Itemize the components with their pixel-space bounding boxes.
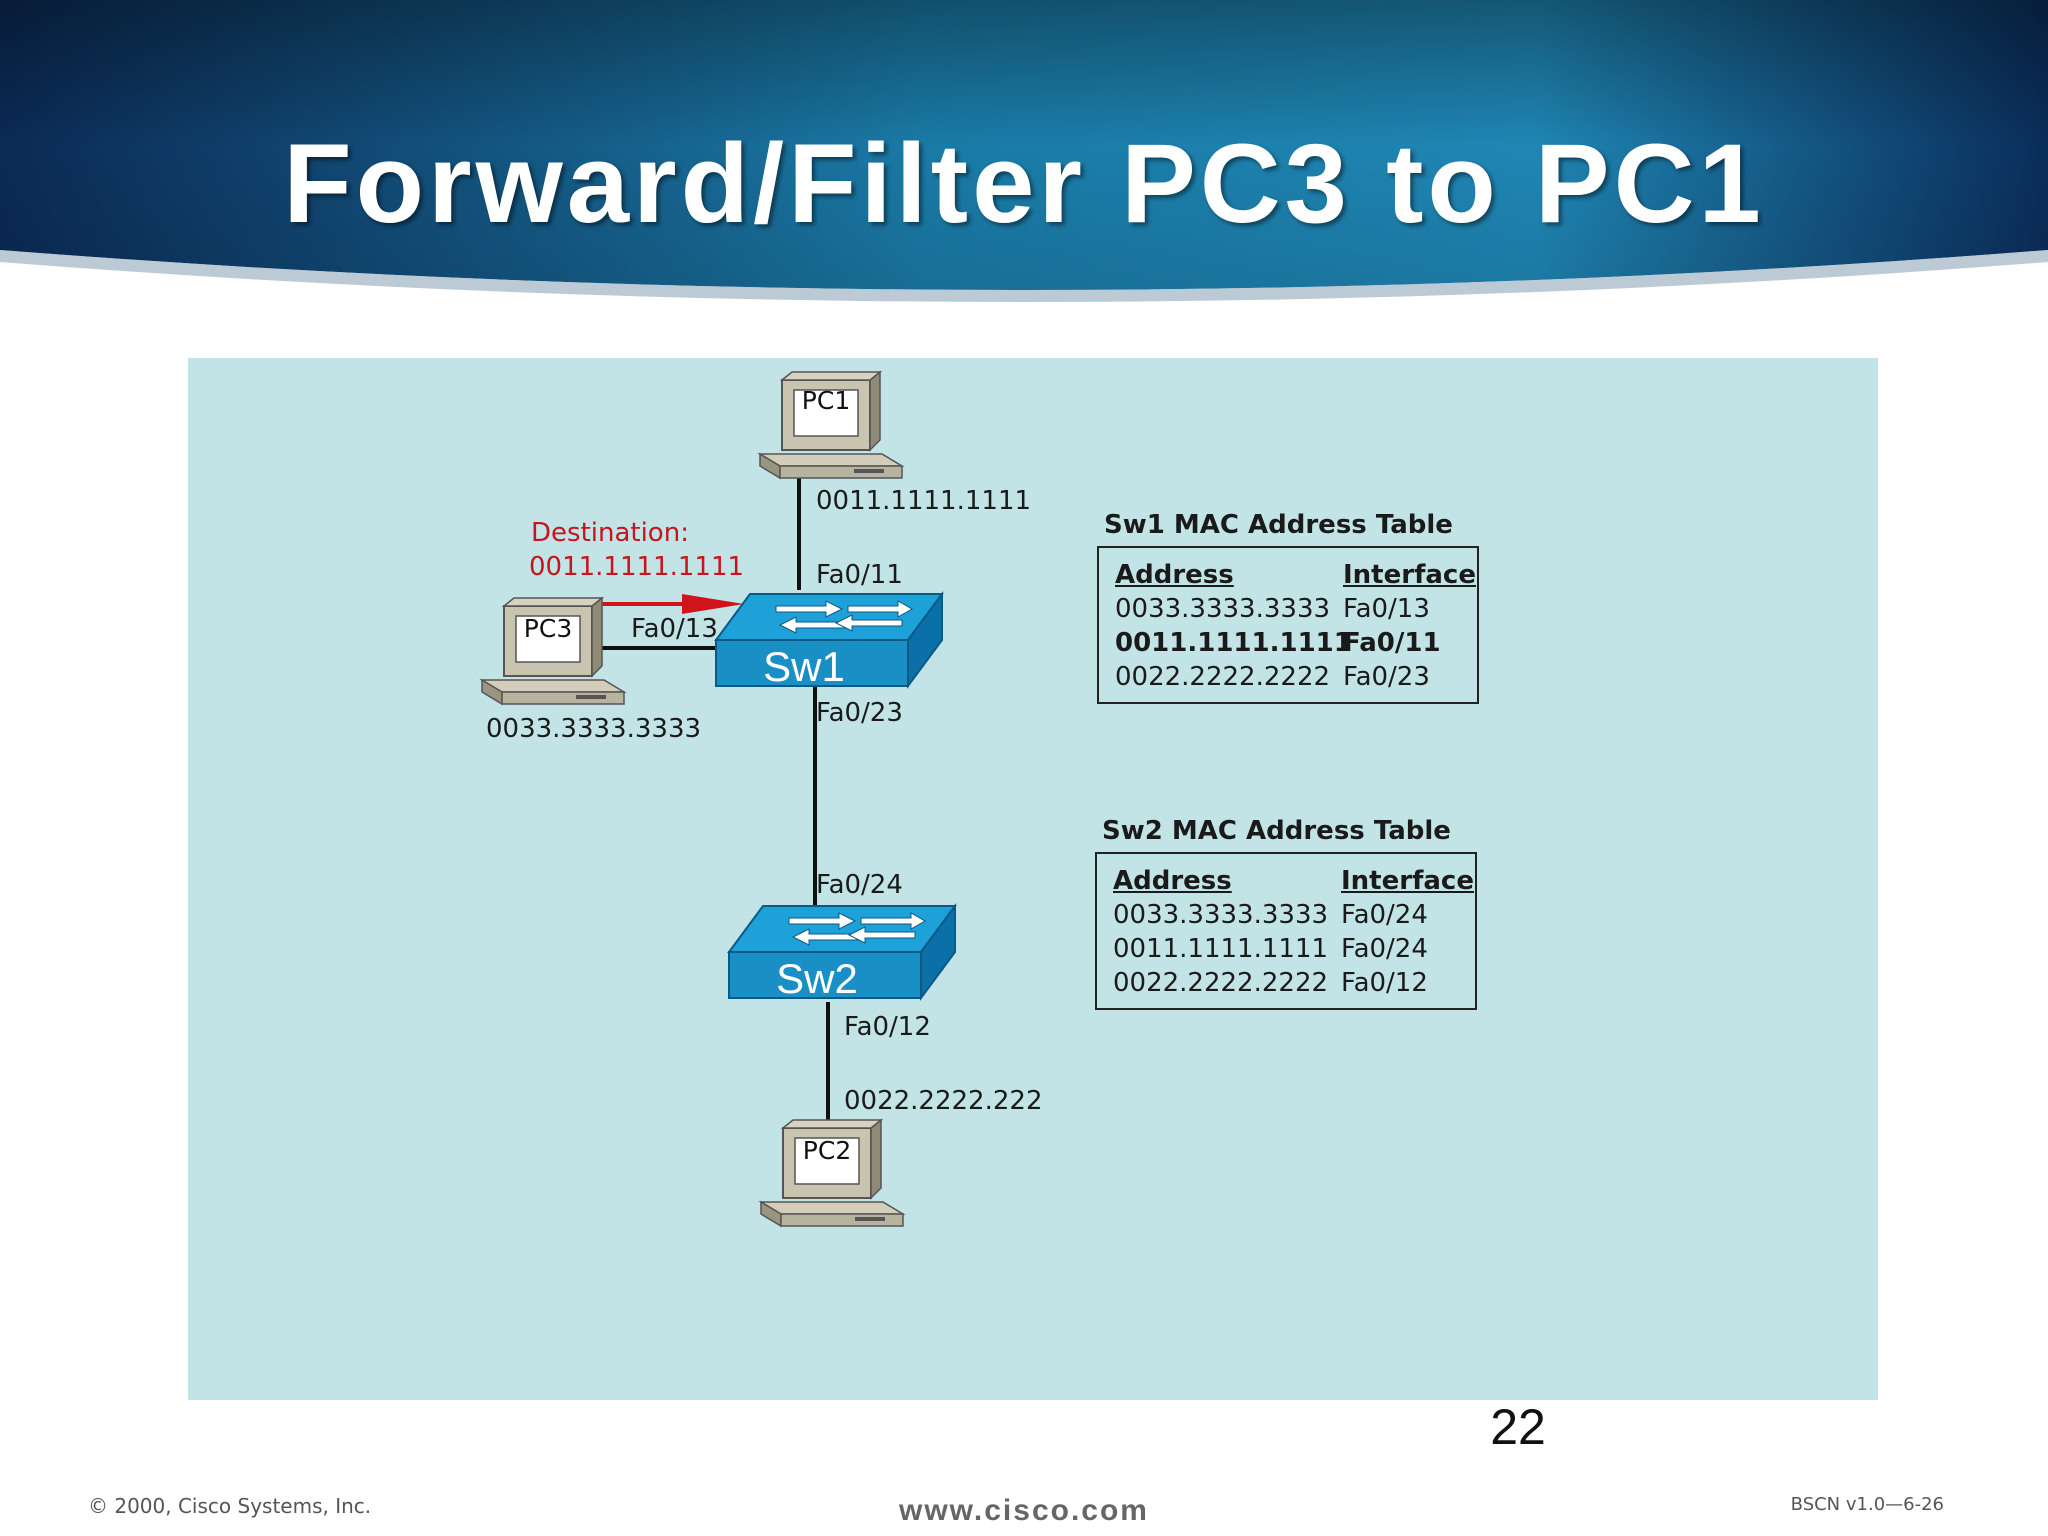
title-banner bbox=[0, 0, 2048, 302]
table-header-row: Address Interface bbox=[1097, 866, 1475, 898]
interface-cell: Fa0/23 bbox=[1343, 662, 1430, 692]
interface-cell: Fa0/24 bbox=[1341, 934, 1428, 964]
destination-label: Destination: bbox=[531, 518, 689, 548]
interface-header: Interface bbox=[1341, 866, 1474, 896]
table-row: 0033.3333.3333 Fa0/13 bbox=[1099, 594, 1477, 626]
port-sw1-pc3: Fa0/13 bbox=[631, 614, 718, 644]
table-row: 0033.3333.3333 Fa0/24 bbox=[1097, 900, 1475, 932]
slide-title: Forward/Filter PC3 to PC1 bbox=[283, 121, 1765, 246]
address-header: Address bbox=[1113, 866, 1232, 896]
table-row-highlighted: 0011.1111.1111 Fa0/11 bbox=[1099, 628, 1477, 660]
destination-mac: 0011.1111.1111 bbox=[529, 552, 745, 582]
pc3-label: PC3 bbox=[523, 614, 573, 643]
address-cell: 0011.1111.1111 bbox=[1115, 628, 1352, 658]
table-row: 0022.2222.2222 Fa0/23 bbox=[1099, 662, 1477, 694]
sw1-mac-table: Address Interface 0033.3333.3333 Fa0/13 … bbox=[1097, 546, 1479, 704]
pc2-mac: 0022.2222.222 bbox=[844, 1086, 1043, 1116]
interface-cell: Fa0/13 bbox=[1343, 594, 1430, 624]
interface-cell: Fa0/12 bbox=[1341, 968, 1428, 998]
sw2-mac-table: Address Interface 0033.3333.3333 Fa0/24 … bbox=[1095, 852, 1477, 1010]
port-sw1-pc1: Fa0/11 bbox=[816, 560, 903, 590]
port-sw2-sw1: Fa0/24 bbox=[816, 870, 903, 900]
address-cell: 0033.3333.3333 bbox=[1113, 900, 1329, 930]
diagram-graphics bbox=[481, 371, 956, 1227]
address-cell: 0022.2222.2222 bbox=[1113, 968, 1329, 998]
address-cell: 0022.2222.2222 bbox=[1115, 662, 1331, 692]
pc1-mac: 0011.1111.1111 bbox=[816, 486, 1032, 516]
address-header: Address bbox=[1115, 560, 1234, 590]
destination-arrow-head bbox=[682, 594, 744, 614]
copyright-text: © 2000, Cisco Systems, Inc. bbox=[88, 1494, 372, 1518]
pc3-mac: 0033.3333.3333 bbox=[486, 714, 702, 744]
sw1-table-title: Sw1 MAC Address Table bbox=[1104, 510, 1453, 540]
website-url: www.cisco.com bbox=[899, 1494, 1149, 1527]
address-cell: 0033.3333.3333 bbox=[1115, 594, 1331, 624]
sw2-label: Sw2 bbox=[776, 955, 858, 1002]
table-row: 0011.1111.1111 Fa0/24 bbox=[1097, 934, 1475, 966]
network-diagram: PC1 PC3 PC2 Sw1 Sw2 0011.1111.1111 0033.… bbox=[188, 358, 1878, 1400]
sw1-label: Sw1 bbox=[763, 643, 845, 690]
sw2-table-title: Sw2 MAC Address Table bbox=[1102, 816, 1451, 846]
page-number: 22 bbox=[1490, 1399, 1546, 1455]
interface-cell: Fa0/24 bbox=[1341, 900, 1428, 930]
table-header-row: Address Interface bbox=[1099, 560, 1477, 592]
interface-cell: Fa0/11 bbox=[1343, 628, 1441, 658]
pc2-label: PC2 bbox=[802, 1136, 852, 1165]
port-sw1-sw2: Fa0/23 bbox=[816, 698, 903, 728]
interface-header: Interface bbox=[1343, 560, 1476, 590]
table-row: 0022.2222.2222 Fa0/12 bbox=[1097, 968, 1475, 1000]
pc1-label: PC1 bbox=[801, 386, 851, 415]
course-code: BSCN v1.0—6-26 bbox=[1790, 1494, 1944, 1515]
address-cell: 0011.1111.1111 bbox=[1113, 934, 1329, 964]
port-sw2-pc2: Fa0/12 bbox=[844, 1012, 931, 1042]
